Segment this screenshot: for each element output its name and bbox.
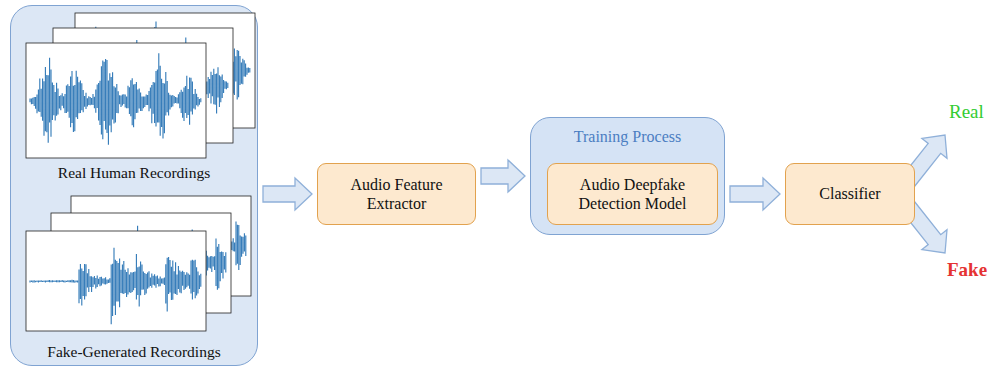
box-text: Classifier (819, 184, 880, 203)
box-text: Audio Feature Extractor (324, 175, 469, 213)
block-arrow (730, 178, 780, 210)
group-panel: Training ProcessAudio Deepfake Detection… (530, 117, 725, 235)
recording-card (26, 231, 206, 331)
box-text: Audio Deepfake Detection Model (554, 175, 711, 213)
arrow-shape (481, 160, 525, 192)
box-label: Classifier (813, 184, 886, 203)
waveform (30, 248, 201, 325)
process-box: Audio Feature Extractor (317, 163, 476, 225)
waveform-illustration (11, 6, 259, 367)
waveform (30, 53, 201, 145)
block-arrow (263, 178, 312, 210)
output-label: Fake (947, 259, 987, 281)
caption: Fake-Generated Recordings (11, 343, 257, 361)
output-label: Real (949, 101, 984, 123)
arrow-shape (263, 178, 312, 210)
process-box: Audio Deepfake Detection Model (547, 163, 718, 225)
box-label: Audio Feature Extractor (318, 175, 475, 213)
group-title: Training Process (531, 128, 724, 146)
block-arrow (481, 160, 525, 192)
box-label: Audio Deepfake Detection Model (548, 175, 717, 213)
arrow-shape (730, 178, 780, 210)
input-panel: Real Human RecordingsFake-Generated Reco… (10, 5, 258, 366)
recording-card (26, 43, 206, 158)
process-box: Classifier (785, 163, 915, 225)
caption: Real Human Recordings (11, 164, 257, 182)
